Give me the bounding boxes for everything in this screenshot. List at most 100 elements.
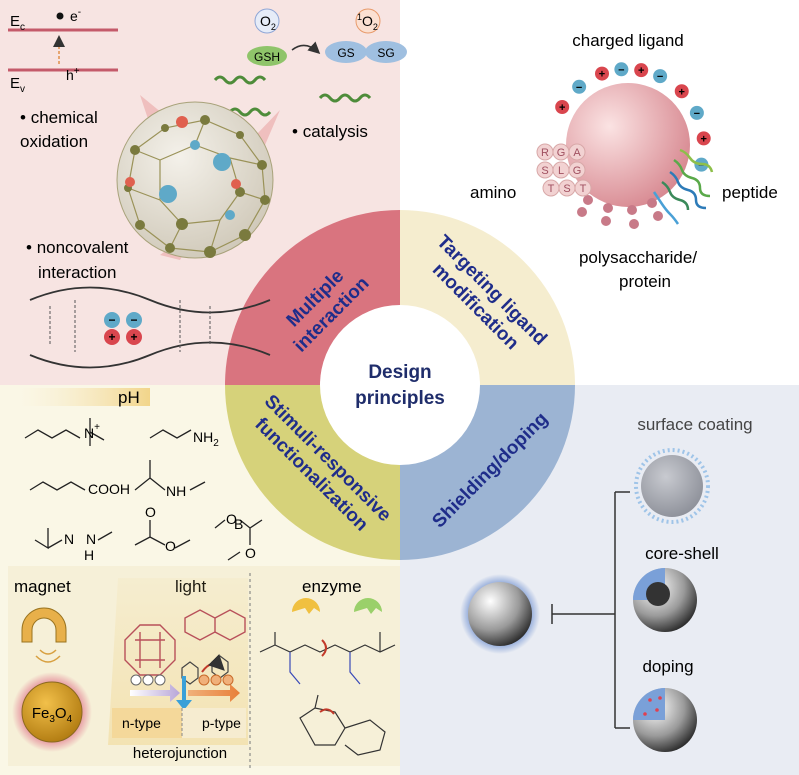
chemical-oxidation-line2: oxidation	[20, 132, 88, 151]
nanocage-structure	[116, 95, 280, 260]
fe3o4-label: Fe3O4	[32, 705, 73, 725]
polysaccharide-line1: polysaccharide/	[579, 248, 697, 267]
amino-acid-beads	[536, 143, 592, 197]
amino-acid-letters: R G A S L G T S T	[541, 147, 587, 195]
anion-2	[126, 312, 142, 328]
enzyme-pacman-2	[354, 598, 382, 614]
noncovalent-strands: − − + +	[29, 286, 271, 369]
catalysis-reaction: O2 GSH 1O2 GS SG	[213, 8, 407, 117]
aa-r1-2: G	[557, 147, 566, 159]
strand-top	[29, 286, 271, 314]
n-type-block	[112, 708, 182, 738]
helix-1	[213, 75, 267, 85]
branch-bracket	[551, 491, 630, 729]
blue-node-4	[225, 210, 235, 220]
hydrazone-right	[97, 531, 113, 541]
aa-r2-3: G	[573, 165, 582, 177]
band-diagram: Ec Ev e- h+	[8, 7, 118, 95]
reaction-arrow	[291, 41, 321, 55]
red-node-2	[125, 177, 135, 187]
plus-sign-2: +	[130, 330, 137, 344]
cation-2	[126, 329, 142, 345]
sg-label: SG	[377, 46, 394, 60]
cooh-group: COOH	[88, 481, 130, 497]
p-type-block	[182, 708, 246, 738]
center-title-line2: principles	[355, 388, 445, 409]
center-disc	[320, 305, 480, 465]
fe3o4-particle	[21, 681, 83, 743]
oxygen-molecule	[254, 8, 280, 34]
boron-atom: B	[234, 516, 243, 532]
nh2-group: NH2	[193, 429, 219, 449]
ester-methyl	[174, 539, 191, 549]
core-shell-core	[646, 582, 670, 606]
n-atom: N	[64, 531, 74, 547]
amine-chain	[149, 429, 192, 439]
enzyme-structures	[259, 598, 396, 756]
surface-coating-label: surface coating	[637, 415, 752, 434]
charged-ligand-label: charged ligand	[572, 31, 684, 50]
side-chains	[289, 652, 361, 685]
pink-nanoparticle	[566, 83, 690, 207]
chemical-oxidation-line1: • chemical	[20, 108, 98, 127]
singlet-oxygen	[355, 8, 381, 34]
charge-sign: +	[638, 65, 644, 77]
minus-sign-2: −	[130, 313, 137, 327]
center-title-line1: Design	[368, 362, 431, 383]
quaternary-ammonium-chain	[24, 429, 81, 439]
charge-sign: −	[694, 108, 700, 120]
bare-particle	[468, 582, 532, 646]
coating-beads	[634, 448, 710, 524]
hole-label: h+	[66, 66, 80, 83]
electron-label: e-	[70, 7, 81, 24]
electron-flow-arrow	[130, 684, 180, 702]
ph-molecules	[24, 418, 263, 561]
amide-backbone	[134, 460, 166, 491]
ester-o-atom: O	[165, 538, 176, 554]
noncovalent-line1: • noncovalent	[26, 238, 129, 257]
peptide-label: peptide	[722, 183, 778, 202]
red-node-1	[176, 116, 188, 128]
charge-sign: −	[576, 82, 582, 94]
ph-label: pH	[118, 388, 140, 407]
blue-node-1	[159, 185, 177, 203]
aa-r3-3: T	[580, 183, 587, 195]
h-atom: H	[84, 547, 94, 563]
enzyme-pacman-1	[292, 598, 320, 614]
charge-bead	[572, 79, 587, 94]
beta-lactam-ring	[299, 694, 386, 756]
doping-label: doping	[642, 657, 693, 676]
anion-1	[104, 312, 120, 328]
cation-1	[104, 329, 120, 345]
gsh-molecule	[247, 46, 287, 66]
heterojunction-label: heterojunction	[133, 745, 227, 762]
charge-bead	[595, 66, 610, 81]
magnet-icon	[21, 607, 67, 663]
carbonyl-o-atom: O	[145, 504, 156, 520]
electron-dot	[56, 12, 64, 20]
aa-r1-3: A	[573, 147, 581, 159]
coated-particle	[641, 455, 703, 517]
charge-sign: −	[657, 71, 663, 83]
cage-nodes	[124, 115, 270, 258]
charge-sign: +	[559, 102, 565, 114]
helix-2	[318, 93, 372, 103]
porphyrin-molecule	[124, 624, 176, 676]
charge-transfer-arrow	[176, 676, 192, 710]
polysaccharide-chains	[577, 195, 663, 229]
carboxylic-chain	[29, 481, 86, 491]
charge-bead	[653, 69, 668, 84]
red-node-3	[231, 179, 241, 189]
aa-r1-1: R	[541, 147, 549, 159]
hole-flow-arrow	[188, 684, 240, 702]
hydrogen-bonds	[49, 300, 211, 352]
charge-bead	[689, 105, 704, 120]
nh-group: NH	[166, 483, 186, 499]
charge-sign: +	[700, 133, 706, 145]
cage-lattice	[127, 119, 266, 253]
strand-bottom	[29, 341, 271, 369]
charge-bead	[555, 100, 570, 114]
gs-unit	[325, 41, 367, 63]
